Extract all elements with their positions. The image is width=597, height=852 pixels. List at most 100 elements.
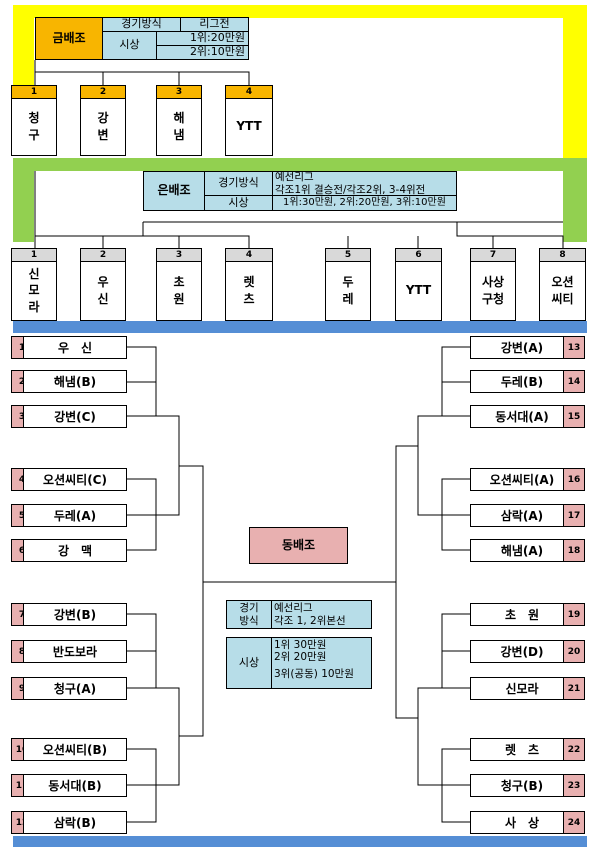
gold-team-2: 2 강 변 [80, 85, 126, 156]
team-name: 강 맥 [23, 539, 127, 562]
team-name: YTT [405, 283, 432, 298]
team-number: 2 [81, 86, 125, 99]
team-number: 6 [396, 249, 441, 262]
bronze-prize-label: 시상 [226, 637, 272, 689]
team-number: 16 [563, 468, 585, 491]
gold-prize-2: 2위:10만원 [156, 45, 249, 60]
team-name: 강 변 [97, 111, 109, 142]
team-name: 청구(A) [23, 677, 127, 700]
silver-band-right [563, 158, 587, 242]
silver-team-2: 2 우 신 [80, 248, 126, 321]
silver-format-line-1: 예선리그 [275, 171, 314, 184]
team-number: 8 [540, 249, 585, 262]
team-name: 렛 츠 [470, 738, 574, 761]
team-number: 4 [226, 249, 272, 262]
team-name: 동서대(A) [470, 405, 574, 428]
silver-team-4: 4 렛 츠 [225, 248, 273, 321]
gold-team-1: 1 청 구 [11, 85, 57, 156]
team-number: 15 [563, 405, 585, 428]
bronze-prize-line-1: 1위 30만원 [274, 639, 327, 651]
team-name: 오션씨티(A) [470, 468, 574, 491]
gold-team-3: 3 해 냄 [156, 85, 202, 156]
silver-prize-value: 1위:30만원, 2위:20만원, 3위:10만원 [272, 195, 457, 211]
bronze-prize-line-3: 3위(공동) 10만원 [274, 668, 354, 681]
team-name: 청 구 [28, 111, 40, 142]
team-name: 반도보라 [23, 640, 127, 663]
team-number: 7 [471, 249, 515, 262]
silver-band-top [13, 158, 587, 171]
bronze-band-bottom [13, 836, 587, 847]
gold-band-right [563, 5, 587, 158]
silver-team-1: 1 신 모 라 [11, 248, 57, 321]
team-name: 신 모 라 [28, 267, 40, 314]
team-number: 1 [12, 86, 56, 99]
silver-title: 은배조 [143, 171, 205, 211]
team-number: 19 [563, 603, 585, 626]
team-number: 22 [563, 738, 585, 761]
silver-team-3: 3 초 원 [156, 248, 202, 321]
team-number: 2 [81, 249, 125, 262]
team-name: 두 레 [342, 275, 354, 306]
team-name: 오션씨티(B) [23, 738, 127, 761]
silver-team-5: 5 두 레 [325, 248, 371, 321]
team-name: 강변(C) [23, 405, 127, 428]
gold-band-top [13, 5, 587, 18]
team-number: 23 [563, 774, 585, 797]
team-name: 삼락(B) [23, 811, 127, 834]
team-name: 청구(B) [470, 774, 574, 797]
team-name: 사상 구청 [481, 275, 505, 306]
team-number: 21 [563, 677, 585, 700]
team-name: 사 상 [470, 811, 574, 834]
bronze-format-line-1: 예선리그 [274, 602, 313, 615]
team-name: 해 냄 [173, 111, 185, 142]
team-name: 강변(D) [470, 640, 574, 663]
bronze-format-lines: 예선리그 각조 1, 2위본선 [271, 600, 372, 629]
gold-band-left [13, 5, 34, 85]
team-number: 5 [326, 249, 370, 262]
team-name: 두레(A) [23, 504, 127, 527]
team-name: 해냄(A) [470, 539, 574, 562]
bronze-title: 동배조 [249, 527, 348, 564]
bronze-prize-lines: 1위 30만원 2위 20만원 3위(공동) 10만원 [271, 637, 372, 689]
team-number: 3 [157, 249, 201, 262]
team-name: 동서대(B) [23, 774, 127, 797]
team-name: YTT [236, 119, 262, 134]
team-name: 초 원 [173, 275, 185, 306]
team-name: 두레(B) [470, 370, 574, 393]
silver-team-7: 7 사상 구청 [470, 248, 516, 321]
silver-team-8: 8 오션 씨티 [539, 248, 586, 321]
silver-band-left [13, 158, 34, 242]
team-number: 17 [563, 504, 585, 527]
team-number: 1 [12, 249, 56, 262]
team-name: 강변(B) [23, 603, 127, 626]
team-name: 초 원 [470, 603, 574, 626]
team-number: 4 [226, 86, 272, 99]
gold-prize-label: 시상 [102, 31, 157, 60]
gold-team-4: 4 YTT [225, 85, 273, 156]
team-name: 우 신 [23, 336, 127, 359]
gold-title: 금배조 [35, 17, 103, 60]
team-number: 20 [563, 640, 585, 663]
team-number: 24 [563, 811, 585, 834]
team-name: 해냄(B) [23, 370, 127, 393]
silver-prize-label: 시상 [204, 195, 273, 211]
team-name: 렛 츠 [243, 275, 255, 306]
bronze-format-line-2: 각조 1, 2위본선 [274, 614, 346, 627]
team-number: 3 [157, 86, 201, 99]
silver-team-6: 6 YTT [395, 248, 442, 321]
team-number: 18 [563, 539, 585, 562]
team-name: 오션씨티(C) [23, 468, 127, 491]
team-name: 삼락(A) [470, 504, 574, 527]
silver-format-lines: 예선리그 각조1위 결승전/각조2위, 3-4위전 [272, 171, 457, 196]
team-name: 신모라 [470, 677, 574, 700]
bronze-band-top [13, 321, 587, 333]
bronze-format-label: 경기 방식 [226, 600, 272, 629]
team-name: 강변(A) [470, 336, 574, 359]
team-number: 14 [563, 370, 585, 393]
team-name: 오션 씨티 [551, 275, 574, 306]
silver-format-line-2: 각조1위 결승전/각조2위, 3-4위전 [275, 183, 426, 196]
team-number: 13 [563, 336, 585, 359]
bronze-prize-line-2: 2위 20만원 [274, 651, 327, 664]
team-name: 우 신 [97, 275, 109, 306]
